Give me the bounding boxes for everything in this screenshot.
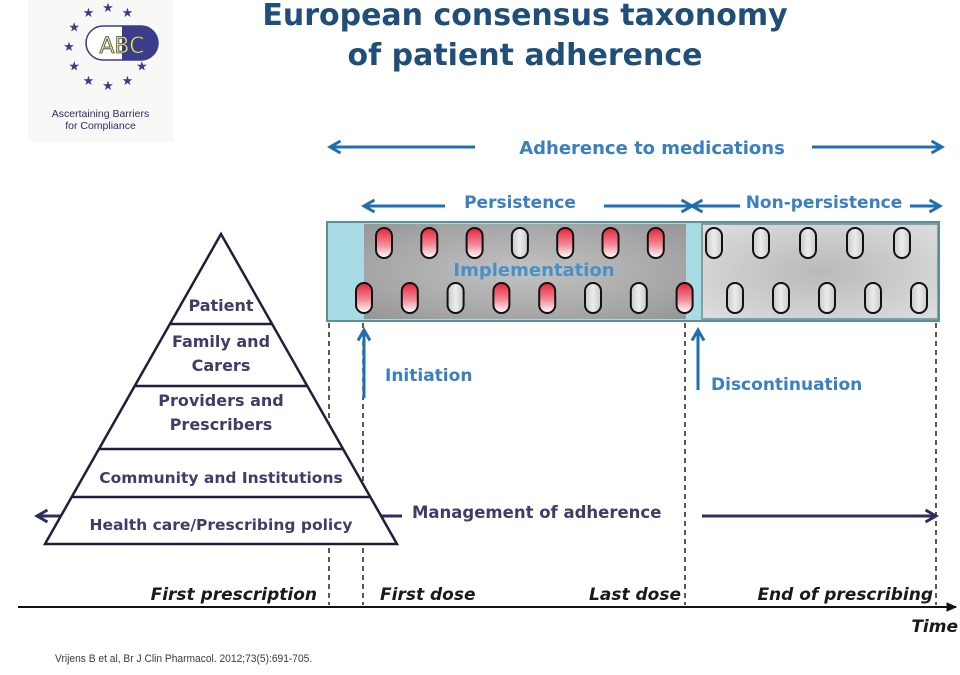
pill-missed bbox=[818, 282, 836, 314]
pill-missed bbox=[799, 227, 817, 259]
eu-star-icon: ★ bbox=[136, 60, 148, 75]
logo-caption-line1: Ascertaining Barriers bbox=[51, 108, 150, 120]
persistence-label: Persistence bbox=[464, 193, 576, 213]
eu-star-icon: ★ bbox=[63, 40, 75, 55]
milestone-first-dose: First dose bbox=[380, 585, 475, 605]
pyramid-level-label: Family and bbox=[172, 332, 270, 351]
pill-taken bbox=[420, 227, 439, 259]
eu-star-icon: ★ bbox=[102, 1, 114, 16]
pill-missed bbox=[726, 282, 744, 314]
pill-taken bbox=[355, 282, 373, 314]
pyramid-level-label: Health care/Prescribing policy bbox=[89, 516, 352, 534]
eu-star-icon: ★ bbox=[83, 6, 95, 21]
eu-star-icon: ★ bbox=[102, 79, 114, 94]
logo-caption-line2: for Compliance bbox=[65, 120, 136, 132]
eu-star-icon: ★ bbox=[83, 74, 95, 89]
pill-taken bbox=[538, 282, 557, 314]
adherence-label: Adherence to medications bbox=[519, 138, 785, 159]
pill-taken bbox=[556, 227, 575, 259]
pyramid-level-label: Prescribers bbox=[170, 415, 273, 434]
eu-star-icon: ★ bbox=[68, 21, 80, 36]
pill-taken bbox=[492, 282, 511, 314]
logo-caption: Ascertaining Barriers for Compliance bbox=[28, 108, 173, 132]
milestone-first-prescription: First prescription bbox=[151, 585, 317, 605]
pill-missed bbox=[446, 282, 465, 314]
pill-missed bbox=[705, 227, 723, 259]
pill-missed bbox=[910, 282, 928, 314]
pill-missed bbox=[629, 282, 648, 314]
pyramid-outline bbox=[42, 231, 400, 546]
milestone-last-dose: Last dose bbox=[589, 585, 681, 605]
pill-missed bbox=[510, 227, 529, 259]
time-axis: First prescription First dose Last dose … bbox=[18, 585, 958, 637]
abc-logo: ★★★★★★★★★★★ ABC bbox=[28, 0, 173, 142]
pyramid-level-label: Patient bbox=[188, 296, 253, 315]
management-label: Management of adherence bbox=[412, 503, 661, 522]
pill-taken bbox=[375, 227, 393, 259]
pyramid-level-label: Carers bbox=[192, 356, 251, 375]
pill-taken bbox=[400, 282, 419, 314]
persistence-span: Persistence bbox=[360, 193, 696, 214]
initiation-marker: Initiation bbox=[356, 326, 472, 398]
eu-star-icon: ★ bbox=[122, 74, 134, 89]
pyramid-level-label: Community and Institutions bbox=[99, 469, 342, 487]
pill-taken bbox=[601, 227, 620, 259]
citation: Vrijens B et al, Br J Clin Pharmacol. 20… bbox=[55, 653, 313, 665]
page-title: European consensus taxonomy of patient a… bbox=[200, 0, 850, 76]
pill-missed bbox=[772, 282, 790, 314]
title-line1: European consensus taxonomy bbox=[262, 0, 788, 33]
pill-taken bbox=[465, 227, 484, 259]
implementation-label: Implementation bbox=[453, 260, 614, 281]
pill-missed bbox=[752, 227, 770, 259]
pill-missed bbox=[893, 227, 911, 259]
discontinuation-label: Discontinuation bbox=[711, 375, 862, 395]
pyramid-level-label: Providers and bbox=[158, 391, 283, 410]
eu-star-icon: ★ bbox=[122, 6, 134, 21]
eu-star-icon: ★ bbox=[68, 60, 80, 75]
eu-stars-icon: ★★★★★★★★★★★ ABC bbox=[63, 1, 159, 94]
pill-taken bbox=[675, 282, 694, 314]
abc-pill-badge: ABC bbox=[85, 25, 159, 61]
discontinuation-marker: Discontinuation bbox=[690, 326, 862, 395]
pill-missed bbox=[864, 282, 882, 314]
adherence-span: Adherence to medications bbox=[326, 138, 946, 159]
pill-missed bbox=[846, 227, 864, 259]
title-line2: of patient adherence bbox=[347, 38, 703, 73]
adherence-band: Implementation bbox=[326, 221, 940, 322]
non-persistence-span: Non-persistence bbox=[688, 193, 944, 214]
pill-missed bbox=[584, 282, 602, 314]
initiation-label: Initiation bbox=[385, 366, 472, 386]
abc-badge-text: ABC bbox=[99, 34, 144, 59]
management-span: Management of adherence bbox=[33, 503, 940, 524]
pill-taken bbox=[646, 227, 665, 259]
milestone-end-of-prescribing: End of prescribing bbox=[757, 585, 933, 605]
non-persistence-label: Non-persistence bbox=[746, 193, 903, 213]
time-axis-label: Time bbox=[911, 617, 958, 637]
